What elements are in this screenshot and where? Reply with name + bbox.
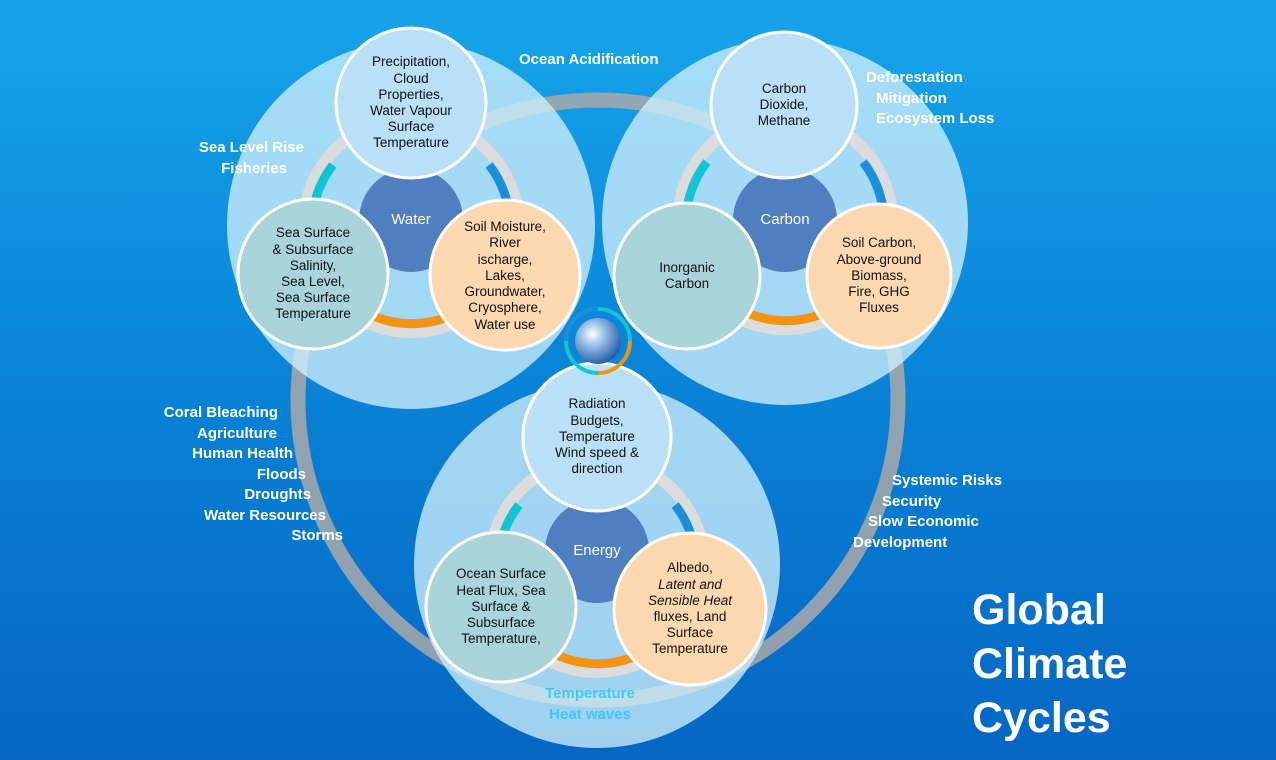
systemic-risks-label: Systemic Risks [892,472,1003,489]
energy-hub-label: Energy [573,541,621,559]
temperature-labels: Temperature Heat waves [520,684,660,725]
energy-node-left-text: Ocean Surface Heat Flux, Sea Surface & S… [455,566,547,647]
water-node-right-text: Soil Moisture, River ischarge, Lakes, Gr… [464,219,546,332]
carbon-node-top-text: Carbon Dioxide, Methane [757,80,811,129]
energy-right-line-3: Sensible Heat [647,592,733,608]
carbon-node-top [709,30,859,180]
human-health-label: Human Health [192,445,293,462]
energy-node-right-text: Albedo, Latent and Sensible Heat fluxes,… [625,544,755,674]
energy-right-line-2: Latent and [658,576,722,592]
temperature-label: Temperature [545,685,635,702]
energy-right-line-1: Albedo, [667,560,713,576]
heat-waves-label: Heat waves [549,705,631,723]
sea-level-rise-label: Sea Level Rise [198,139,304,156]
droughts-label: Droughts [244,486,311,503]
energy-node-left [424,530,578,684]
security-label: Security [882,492,942,510]
energy-right-line-5: Surface [666,625,714,641]
globe-icon [564,307,632,375]
water-cycle [227,26,595,409]
energy-right-line-6: Temperature [652,641,728,657]
floods-label: Floods [256,465,306,483]
carbon-hub [733,168,837,272]
slow-economic-label: Slow Economic [868,513,979,530]
energy-right-line-4: fluxes, Land [653,609,727,624]
water-node-right [428,198,582,352]
water-resources-label: Water Resources [204,506,326,524]
coral-bleaching-label: Coral Bleaching [163,404,278,421]
title-line-3: Cycles [972,694,1111,742]
water-node-top-text: Precipitation, Cloud Properties, Water V… [370,54,452,151]
water-node-left [236,197,390,351]
sea-level-labels: Sea Level Rise Fisheries [170,138,304,179]
carbon-cycle [602,30,968,405]
title-line-1: Global [972,586,1106,634]
deforestation-labels: Deforestation Mitigation Ecosystem Loss [866,68,994,130]
ecosystem-loss-label: Ecosystem Loss [876,110,995,127]
carbon-node-right [805,202,953,350]
title-line-2: Climate [972,640,1128,688]
energy-node-right [612,531,768,687]
mitigation-label: Mitigation [876,89,947,107]
water-hub-label: Water [391,210,431,228]
carbon-node-right-text: Soil Carbon, Above-ground Biomass, Fire,… [836,235,922,316]
carbon-hub-label: Carbon [760,210,810,228]
energy-node-top-text: Radiation Budgets, Temperature Wind spee… [554,396,640,477]
storms-label: Storms [291,527,343,544]
water-impact-labels: Coral Bleaching Agriculture Human Health… [130,403,343,547]
ocean-acidification-label: Ocean Acidification [519,51,659,68]
water-node-left-text: Sea Surface & Subsurface Salinity, Sea L… [272,225,354,322]
development-label: Development [853,533,948,551]
fisheries-label: Fisheries [221,159,287,177]
energy-cycle [414,361,780,748]
deforestation-label: Deforestation [866,69,963,86]
systemic-risk-labels: Systemic Risks Security Slow Economic De… [853,471,1002,553]
water-node-top [334,26,488,180]
agriculture-label: Agriculture [196,424,277,442]
page-title: Global Climate Cycles [972,583,1127,745]
carbon-node-left [612,201,762,351]
carbon-node-left-text: Inorganic Carbon [659,259,715,291]
